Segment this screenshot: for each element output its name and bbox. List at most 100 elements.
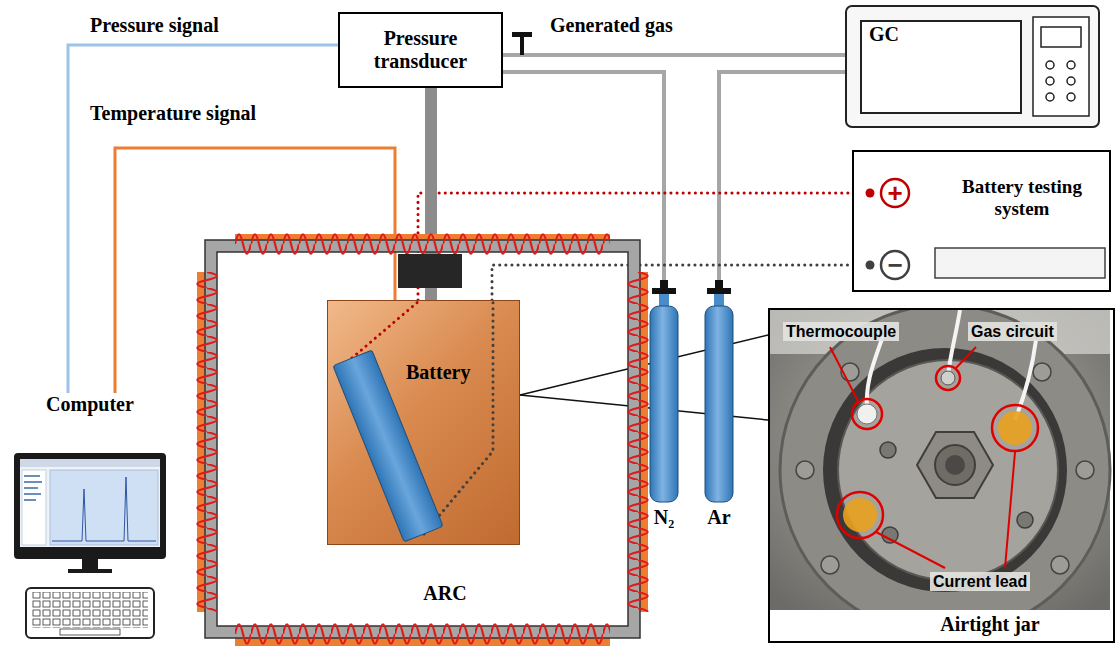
jar-photo-illustration-part: [1051, 556, 1069, 574]
jar-photo-illustration-part: [780, 310, 1110, 635]
gas-label: N₂: [634, 506, 694, 529]
gas-cylinder: N₂: [642, 280, 686, 535]
arc-chamber: ARC Battery: [195, 232, 650, 646]
gas-label: Ar: [689, 506, 749, 529]
gc-illustration-part: [1067, 61, 1075, 69]
gas-cylinder-illustration: [697, 280, 741, 535]
computer-illustration-part: [68, 569, 112, 573]
computer-illustration-part: [32, 592, 148, 628]
jar-photo-illustration: [770, 310, 1113, 641]
cell-illustration: [328, 301, 519, 544]
gc-instrument: GC: [845, 5, 1100, 128]
valve-symbol-part: [520, 36, 524, 55]
jar-photo-illustration-part: [830, 347, 858, 401]
jar-photo-illustration-part: [945, 455, 965, 475]
arc-chamber-illustration-part: [195, 272, 219, 612]
jar-photo-illustration-part: [823, 348, 1067, 592]
gc-illustration-part: [1046, 61, 1054, 69]
gas-pipe: [503, 53, 845, 57]
gc-illustration-part: [1046, 93, 1054, 101]
computer-illustration-part: [24, 493, 41, 495]
gc-illustration-part: [1067, 93, 1075, 101]
computer-illustration-part: [20, 459, 160, 467]
jar-photo-illustration-part: [837, 492, 883, 538]
computer-illustration: [12, 393, 168, 646]
terminal-sign: +: [881, 179, 909, 207]
computer-illustration-part: [24, 481, 42, 483]
gas-cylinder-illustration-part: [705, 306, 733, 502]
cell-illustration-part: [352, 301, 419, 358]
gas-cylinder: Ar: [697, 280, 741, 535]
jar-photo-illustration-part: [1005, 452, 1015, 568]
jar-photo-illustration-part: [1017, 512, 1033, 528]
part-label: Current lead: [930, 572, 1030, 591]
gas-pipe: [719, 72, 845, 280]
tester-terminals-part: [935, 248, 1105, 278]
computer-illustration-part: [24, 475, 40, 477]
jar-photo-illustration-part: [992, 405, 1038, 451]
pressure-transducer-box: Pressure transducer: [338, 12, 503, 88]
terminal-sign: −: [881, 251, 909, 279]
jar-photo-illustration-part: [917, 432, 993, 498]
arc-chamber-illustration-part: [205, 240, 640, 638]
tester-terminals-part: [866, 189, 875, 198]
jar-photo-illustration-part: [998, 411, 1032, 445]
arc-chamber-illustration-part: [235, 622, 610, 646]
current-wire: [492, 265, 852, 300]
jar-photo-illustration-part: [770, 610, 1110, 641]
computer: Computer: [12, 393, 168, 646]
device-label: ARC: [400, 582, 490, 605]
jar-photo-illustration-part: [852, 399, 882, 429]
jar-photo-illustration-part: [796, 461, 814, 479]
edge-label: Pressure signal: [88, 14, 221, 37]
part-label: Gas circuit: [968, 322, 1057, 341]
inset-caption: Airtight jar: [870, 613, 1110, 636]
edge-label: Generated gas: [548, 14, 675, 37]
gas-cylinder-illustration-part: [652, 288, 676, 294]
device-label: Pressure transducer: [348, 27, 493, 73]
edge-label: Temperature signal: [88, 102, 258, 125]
gas-cylinder-illustration-part: [707, 288, 731, 294]
tester-terminals-part: [881, 251, 909, 279]
jar-photo-illustration-part: [1033, 363, 1051, 381]
jar-photo-illustration-part: [882, 527, 898, 543]
jar-photo-illustration-part: [821, 556, 839, 574]
gc-illustration-part: [1033, 17, 1089, 116]
device-label: Computer: [12, 393, 168, 416]
tester-terminals-part: [866, 261, 875, 270]
battery-jar: Battery: [327, 300, 520, 545]
jar-photo-illustration-part: [956, 347, 976, 368]
gc-illustration-part: [1041, 27, 1081, 47]
computer-illustration-part: [14, 453, 166, 559]
gas-cylinder-illustration: [642, 280, 686, 535]
jar-photo-illustration-part: [1076, 461, 1094, 479]
computer-illustration-part: [20, 459, 160, 547]
gc-illustration-part: [861, 21, 1021, 113]
computer-illustration-part: [26, 588, 154, 638]
jar-photo-illustration-part: [935, 445, 975, 485]
computer-illustration-part: [24, 487, 38, 489]
cell-illustration-part: [424, 301, 493, 534]
gc-illustration-part: [1067, 77, 1075, 85]
gc-illustration-part: [1046, 77, 1054, 85]
valve-symbol-part: [512, 32, 532, 37]
jar-photo-illustration-part: [936, 366, 960, 390]
arc-chamber-illustration-part: [235, 232, 610, 256]
arc-chamber-illustration-part: [626, 272, 650, 612]
gas-cylinder-illustration-part: [650, 306, 678, 502]
computer-illustration-part: [52, 477, 156, 541]
jar-photo-illustration-part: [843, 498, 877, 532]
jar-photo-illustration-part: [876, 532, 945, 568]
airtight-jar-photo: Airtight jar: [768, 308, 1115, 643]
jar-photo-illustration-part: [880, 442, 896, 458]
computer-illustration-part: [50, 470, 158, 545]
jar-photo-illustration-part: [941, 371, 955, 385]
part-label: Thermocouple: [783, 322, 899, 341]
computer-illustration-part: [22, 470, 46, 545]
tester-terminals-part: [881, 179, 909, 207]
computer-illustration-part: [60, 629, 120, 635]
computer-illustration-part: [24, 499, 36, 501]
device-label: GC: [869, 23, 929, 46]
computer-illustration-part: [82, 559, 98, 569]
